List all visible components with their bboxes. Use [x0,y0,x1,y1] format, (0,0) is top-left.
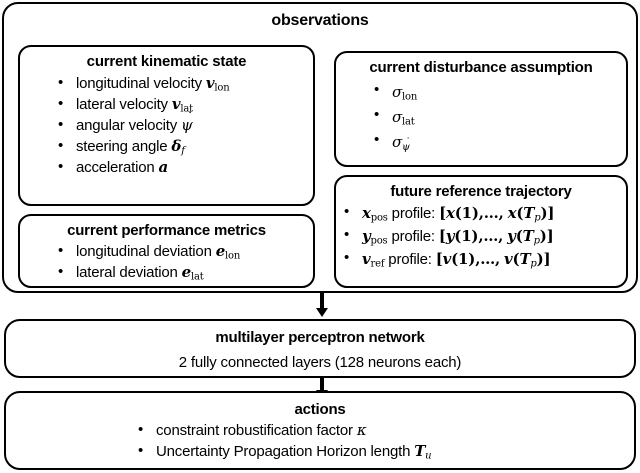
list-item: Uncertainty Propagation Horizon length T… [134,440,634,462]
current-disturbance-assumption-list: σlon σlat σψ [336,79,626,155]
list-item: longitudinal deviation elon [54,240,313,262]
actions-list: constraint robustification factor κ Unce… [6,419,634,462]
current-kinematic-state-title: current kinematic state [86,53,247,70]
current-disturbance-assumption-block: current disturbance assumption σlon σlat… [334,51,628,167]
future-reference-trajectory-list: xpos profile: [x(1),…, x(Tp)] ypos profi… [336,201,626,271]
list-item: σlat [370,104,626,130]
actions-block: actions constraint robustification facto… [4,391,636,470]
list-item: σlon [370,79,626,105]
list-item: σψ [370,129,626,155]
observations-title: observations [271,12,369,29]
list-item: xpos profile: [x(1),…, x(Tp)] [340,201,626,225]
observations-block: observations current kinematic state lon… [2,2,638,293]
current-kinematic-state-list: longitudinal velocity vlon lateral veloc… [20,72,313,178]
future-reference-trajectory-title: future reference trajectory [390,183,572,200]
multilayer-perceptron-network-title: multilayer perceptron network [215,329,425,346]
list-item: acceleration a [54,156,313,178]
current-performance-metrics-list: longitudinal deviation elon lateral devi… [20,240,313,283]
actions-title: actions [294,401,346,418]
future-reference-trajectory-block: future reference trajectory xpos profile… [334,175,628,288]
list-item: angular velocity ψ [54,108,313,136]
current-kinematic-state-block: current kinematic state longitudinal vel… [18,45,315,206]
multilayer-perceptron-network-subtitle: 2 fully connected layers (128 neurons ea… [178,354,462,372]
list-item: longitudinal velocity vlon [54,72,313,94]
list-item: steering angle δf [54,135,313,157]
list-item: lateral velocity vlat [54,93,313,115]
multilayer-perceptron-network-block: multilayer perceptron network 2 fully co… [4,319,636,378]
arrow-observations-to-mlp-icon [316,293,328,319]
current-disturbance-assumption-title: current disturbance assumption [369,59,593,76]
list-item: ypos profile: [y(1),…, y(Tp)] [340,224,626,248]
current-performance-metrics-block: current performance metrics longitudinal… [18,214,315,288]
list-item: vref profile: [v(1),…, v(Tp)] [340,247,626,271]
current-performance-metrics-title: current performance metrics [67,222,266,239]
list-item: constraint robustification factor κ [134,419,634,441]
list-item: lateral deviation elat [54,261,313,283]
